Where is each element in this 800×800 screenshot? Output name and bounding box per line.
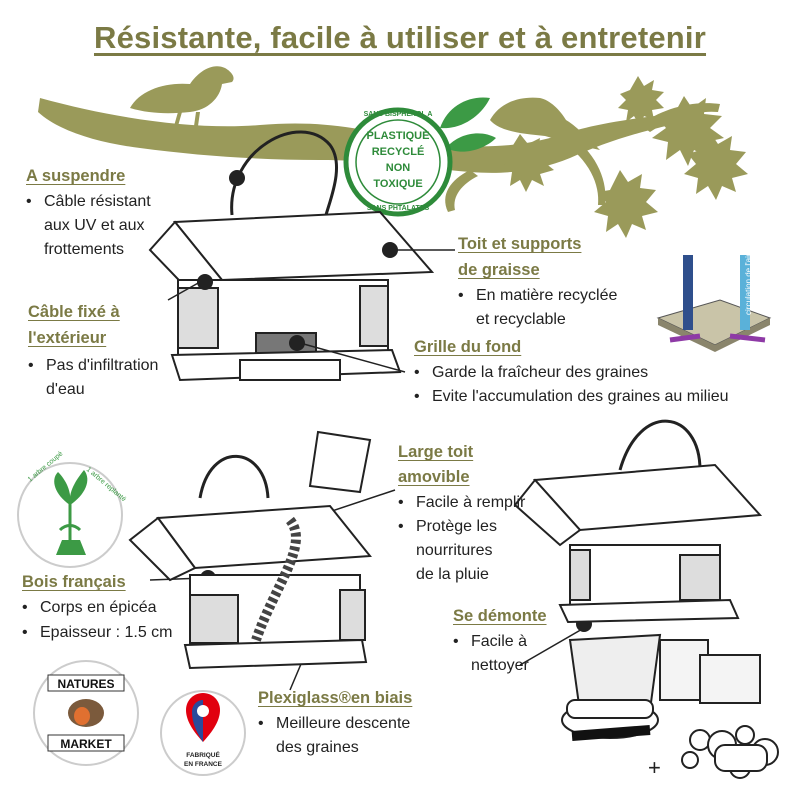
bullet-suspendre: • Câble résistant aux UV et aux frotteme… [26, 190, 196, 262]
bullet-line: aux UV et aux [44, 217, 145, 234]
bullet-bois-1: •Corps en épicéa [22, 596, 202, 620]
label-bois: Bois français [22, 573, 126, 591]
bullet-cable: • Pas d'infiltration d'eau [28, 354, 198, 402]
open-feeder-illustration [128, 430, 372, 670]
bullet-line: Meilleure descente [276, 715, 411, 732]
badge-line4: TOXIQUE [373, 178, 422, 190]
fabrique-line1: FABRIQUÉ [186, 750, 220, 759]
bullet-bois-2: •Epaisseur : 1.5 cm [22, 621, 202, 645]
bullet-line: de la pluie [416, 566, 489, 583]
disassembled-feeder-illustration [513, 419, 779, 779]
top-feeder-illustration [148, 130, 435, 382]
natures-market-line2: MARKET [60, 737, 112, 751]
label-toit-line1: Toit et supports [458, 235, 582, 253]
bird-silhouettes [130, 66, 600, 150]
badge-line1: PLASTIQUE [367, 130, 430, 142]
bullet-line: et recyclable [476, 311, 566, 328]
made-in-france-logo: FABRIQUÉ EN FRANCE [160, 690, 246, 776]
bullet-line: Garde la fraîcheur des graines [432, 364, 649, 381]
fabrique-line2: EN FRANCE [184, 761, 223, 768]
maple-leaves [500, 76, 748, 238]
bullet-grille-1: •Garde la fraîcheur des graines [414, 361, 794, 385]
label-suspendre: A suspendre [26, 167, 126, 185]
recycled-plastic-badge: PLASTIQUE RECYCLÉ NON TOXIQUE SANS BISPH… [343, 97, 496, 217]
bullet-demonte: • Facile à nettoyer [453, 630, 573, 678]
label-grille: Grille du fond [414, 338, 522, 356]
label-largetoit-line1: Large toit [398, 443, 474, 461]
label-largetoit-line2: amovible [398, 468, 470, 486]
badge-line3: NON [386, 162, 411, 174]
bullet-line: Epaisseur : 1.5 cm [40, 624, 173, 641]
badge-line2: RECYCLÉ [372, 145, 425, 158]
label-cable-line1: Câble fixé à [28, 303, 120, 321]
bullet-line: Facile à remplir [416, 494, 526, 511]
bullet-line: Evite l'accumulation des graines au mili… [432, 388, 729, 405]
label-plexi: Plexiglass®en biais [258, 689, 413, 707]
bullet-line: nourritures [416, 542, 493, 559]
label-cable-line2: l'extérieur [28, 329, 107, 347]
bullet-line: Pas d'infiltration [46, 357, 159, 374]
bullet-grille-2: •Evite l'accumulation des graines au mil… [414, 385, 798, 409]
label-toit-line2: de graisse [458, 261, 540, 279]
airflow-illustration: drainage de l'eau circulation de l'air [656, 251, 772, 352]
bullet-line: d'eau [46, 381, 85, 398]
label-demonte: Se démonte [453, 607, 547, 625]
airflow-right-label: circulation de l'air [744, 253, 753, 315]
bullet-largetoit-2: • Protège les nourritures de la pluie [398, 515, 578, 587]
bullet-line: des graines [276, 739, 359, 756]
badge-bottom: SANS PHTALATES [367, 205, 430, 212]
bullet-line: Câble résistant [44, 193, 151, 210]
bullet-plexi: • Meilleure descente des graines [258, 712, 458, 760]
bullet-toit: • En matière recyclée et recyclable [458, 284, 658, 332]
bullet-line: Protège les [416, 518, 497, 535]
plus-sign: + [648, 755, 661, 780]
natures-market-logo: NATURES MARKET [33, 660, 139, 766]
airflow-left-label: drainage de l'eau [671, 251, 680, 312]
badge-top: SANS BISPHENOL A [364, 111, 433, 118]
bullet-line: Facile à [471, 633, 528, 650]
page-title: Résistante, facile à utiliser et à entre… [93, 20, 707, 55]
bullet-line: frottements [44, 241, 125, 258]
bullet-line: Corps en épicéa [40, 599, 157, 616]
bullet-line: nettoyer [471, 657, 529, 674]
natures-market-line1: NATURES [57, 677, 114, 691]
bullet-largetoit-1: •Facile à remplir [398, 491, 578, 515]
bullet-line: En matière recyclée [476, 287, 618, 304]
tree-replanted-badge: 1 arbre coupé 1 arbre replanté [17, 450, 127, 568]
